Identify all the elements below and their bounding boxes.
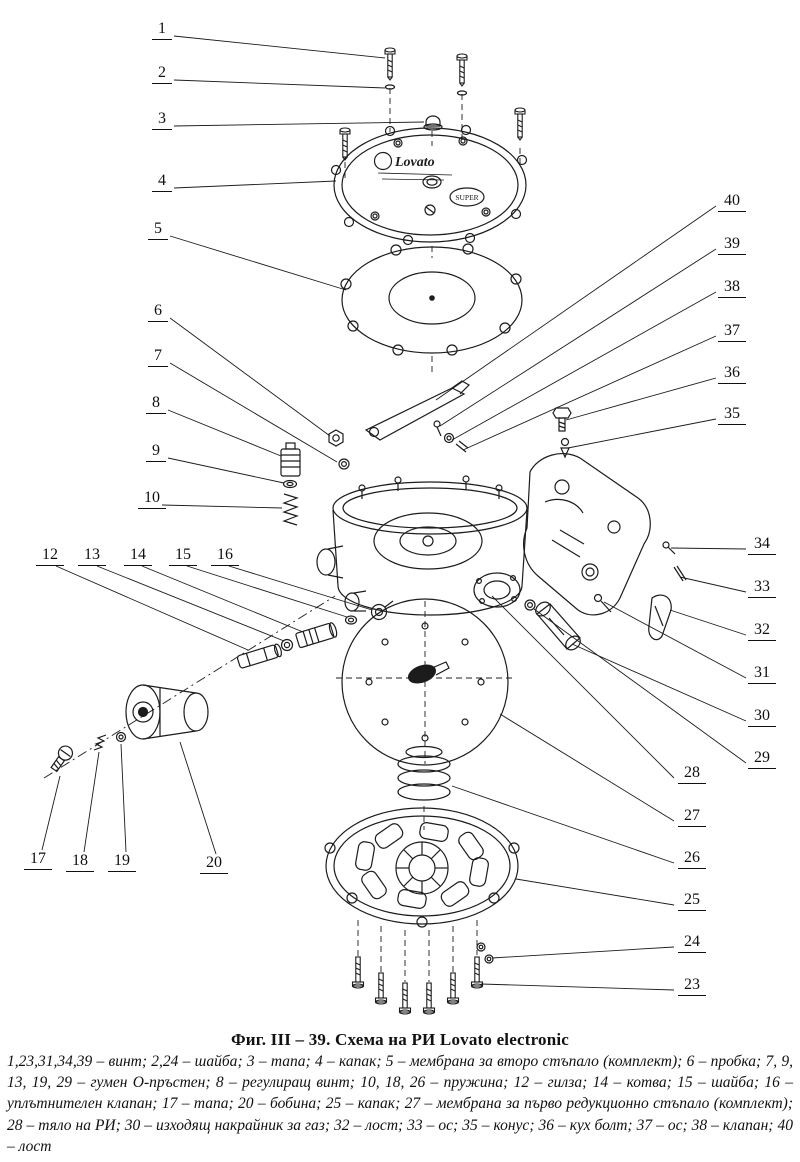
parts-list-entry: 33 – ос [407, 1116, 454, 1134]
part-label-34: 34 [748, 535, 776, 555]
part-label-1: 1 [152, 20, 172, 40]
part-label-28: 28 [678, 764, 706, 784]
parts-list-entry: 4 – капак [314, 1053, 377, 1070]
part-label-38: 38 [718, 278, 746, 298]
parts-list-entry: 38 – клапан [691, 1116, 769, 1134]
outlet-fitting-drawing [524, 599, 581, 651]
parts-list-entry: 30 – изходящ накрайник за газ [124, 1116, 325, 1134]
diaphragm-plate-drawing [341, 598, 509, 766]
part-label-13: 13 [78, 546, 106, 566]
part-label-33: 33 [748, 578, 776, 598]
part-label-16: 16 [211, 546, 239, 566]
parts-list-entry: 37 – ос [636, 1116, 683, 1134]
lever-assembly-drawing [364, 380, 470, 453]
bracket-drawing [523, 453, 651, 616]
sleeve-armature-row-drawing [236, 600, 394, 669]
body-drawing [316, 475, 528, 616]
parts-list-entry: 35 – конус [462, 1116, 530, 1134]
adjusting-screw-drawing [280, 442, 301, 526]
super-badge-text: SUPER [455, 193, 478, 202]
part-label-24: 24 [678, 933, 706, 953]
parts-list-entry: 40 – лост [7, 1116, 793, 1155]
part-label-20: 20 [200, 854, 228, 874]
part-label-26: 26 [678, 849, 706, 869]
part-label-29: 29 [748, 749, 776, 769]
part-label-7: 7 [148, 347, 168, 367]
part-label-17: 17 [24, 850, 52, 870]
part-label-40: 40 [718, 192, 746, 212]
part-label-25: 25 [678, 891, 706, 911]
part-label-15: 15 [169, 546, 197, 566]
bottom-screws-drawing [351, 942, 494, 1015]
part-label-14: 14 [124, 546, 152, 566]
part-label-12: 12 [36, 546, 64, 566]
parts-list-entry: 8 – регулиращ винт [215, 1074, 350, 1092]
right-small-parts-drawing [593, 541, 687, 641]
top-screws-drawing [339, 47, 526, 161]
part-label-32: 32 [748, 621, 776, 641]
parts-list-entry: 32 – лост [334, 1116, 399, 1134]
part-label-27: 27 [678, 807, 706, 827]
part-label-36: 36 [718, 364, 746, 384]
parts-list-entry: 12 – гилза [513, 1074, 583, 1092]
part-label-31: 31 [748, 664, 776, 684]
part-label-9: 9 [146, 442, 166, 462]
parts-list-entry: 7, 9, 13, 19, 29 – гумен О-пръстен [7, 1053, 793, 1092]
parts-list: 1,23,31,34,39 – винт; 2,24 – шайба; 3 – … [7, 1053, 794, 1155]
part-label-23: 23 [678, 976, 706, 996]
part-label-10: 10 [138, 489, 166, 509]
part-label-35: 35 [718, 405, 746, 425]
lovato-logo-text: Lovato [394, 155, 435, 170]
solenoid-axis-line [43, 595, 336, 779]
part-label-2: 2 [152, 64, 172, 84]
spring-26-drawing [397, 745, 451, 801]
parts-list-entry: 3 – тапа [246, 1053, 306, 1070]
part-label-39: 39 [718, 235, 746, 255]
parts-list-entry: 6 – пробка [686, 1053, 757, 1070]
coil-drawing [125, 684, 209, 740]
parts-list-entry: 14 – котва [592, 1074, 667, 1092]
parts-list-entry: 17 – тапа [161, 1095, 229, 1113]
part-label-30: 30 [748, 707, 776, 727]
part-label-8: 8 [146, 394, 166, 414]
part-label-37: 37 [718, 322, 746, 342]
cap-3-drawing [423, 115, 443, 131]
parts-list-entry: 10, 18, 26 – пружина [360, 1074, 504, 1092]
parts-list-entry: 2,24 – шайба [151, 1053, 238, 1070]
parts-list-entry: 5 – мембрана за второ стъпало (комплект) [385, 1053, 678, 1070]
parts-list-entry: 1,23,31,34,39 – винт [7, 1053, 142, 1070]
part-label-6: 6 [148, 302, 168, 322]
plug-17-drawing [50, 731, 127, 773]
parts-list-entry: 20 – бобина [238, 1095, 317, 1113]
parts-list-entry: 28 – тяло на РИ [7, 1116, 116, 1134]
parts-list-entry: 25 – капак [325, 1095, 396, 1113]
part-label-5: 5 [148, 220, 168, 240]
bottom-cover-drawing [324, 807, 520, 928]
hollow-bolt-drawing [552, 407, 572, 459]
parts-list-entry: 16 – уплътнителен клапан [7, 1074, 793, 1113]
top-cover-drawing: Lovato SUPER [330, 124, 528, 246]
leader-lines [41, 35, 747, 991]
figure-caption: Фиг. III – 39. Схема на РИ Lovato electr… [230, 1030, 570, 1049]
part-label-19: 19 [108, 852, 136, 872]
parts-list-entry: 15 – шайба [677, 1074, 754, 1092]
axis-lines [336, 88, 521, 982]
part-label-4: 4 [152, 172, 172, 192]
plug-6-drawing [328, 429, 350, 470]
parts-list-entry: 36 – кух болт [538, 1116, 628, 1134]
parts-list-entry: 27 – мембрана за първо редукционно стъпа… [404, 1095, 788, 1113]
part-label-3: 3 [152, 110, 172, 130]
part-label-18: 18 [66, 852, 94, 872]
diaphragm-5-drawing [340, 243, 523, 356]
